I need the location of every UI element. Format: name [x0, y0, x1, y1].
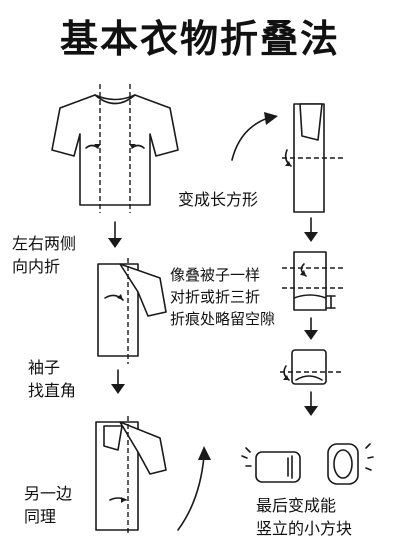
page-title: 基本衣物折叠法 [59, 17, 340, 61]
step-label-line: 左右两侧 [12, 234, 77, 253]
step-label-line: 另一边 [24, 484, 73, 503]
long-rectangle-illustration [282, 103, 344, 213]
down-arrow-2 [111, 369, 125, 394]
tshirt-sides-folded-illustration [97, 258, 167, 364]
step-label-line: 竖立的小方块 [256, 519, 353, 538]
down-arrow-right-1 [304, 217, 318, 242]
tshirt-sleeve-folded-illustration [95, 416, 167, 536]
tshirt-flat-illustration [51, 84, 179, 213]
step-label-line: 向内折 [12, 257, 61, 276]
down-arrow-right-2 [304, 317, 318, 340]
folded-block-illustration [280, 349, 344, 385]
step-label-right-3: 最后变成能 竖立的小方块 [256, 494, 352, 540]
half-folded-illustration [282, 251, 344, 311]
step-label-right-1: 变成长方形 [178, 188, 258, 211]
curved-arrow-up [177, 446, 211, 531]
step-label-line: 最后变成能 [256, 496, 337, 515]
final-blocks-illustration [241, 443, 374, 485]
step-label-left-3: 另一边 同理 [24, 482, 72, 528]
step-label-line: 找直角 [28, 381, 77, 400]
down-arrow-right-3 [304, 391, 318, 416]
curved-arrow-right [231, 112, 278, 161]
down-arrow-1 [108, 221, 122, 248]
step-label-right-2: 像叠被子一样 对折或折三折 折痕处略留空隙 [170, 264, 275, 330]
step-label-line: 对折或折三折 [170, 288, 261, 306]
step-label-line: 变成长方形 [178, 190, 259, 209]
step-label-line: 袖子 [28, 358, 61, 377]
step-label-left-1: 左右两侧 向内折 [12, 232, 76, 278]
step-label-line: 同理 [24, 507, 57, 526]
step-label-left-2: 袖子 找直角 [28, 356, 76, 402]
step-label-line: 折痕处略留空隙 [170, 310, 276, 328]
step-label-line: 像叠被子一样 [170, 266, 261, 284]
